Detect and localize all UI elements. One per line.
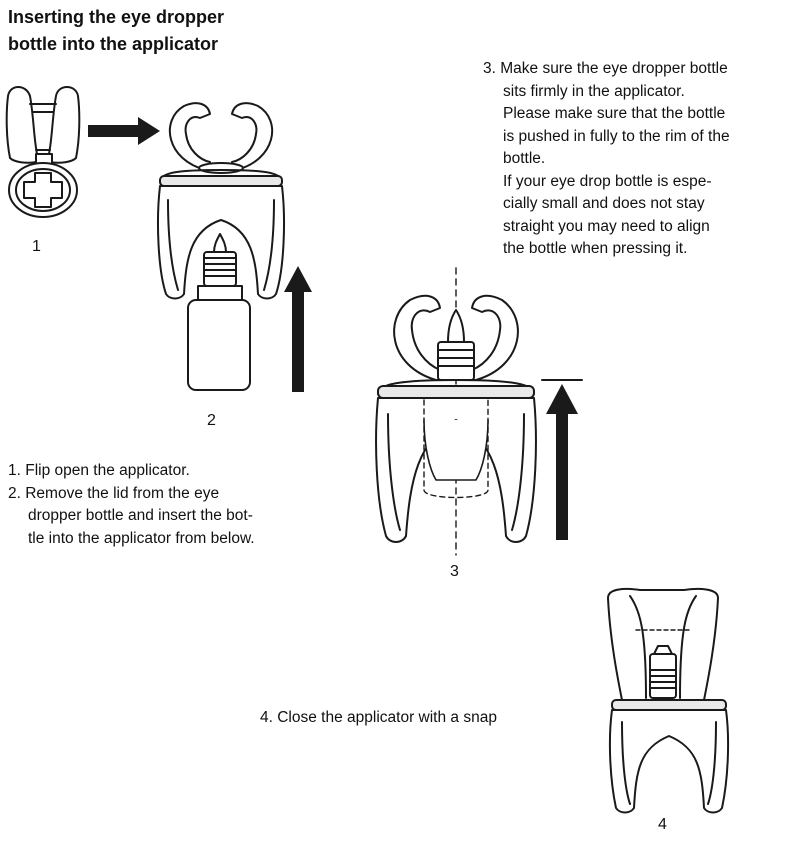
step-3-line: cially small and does not stay bbox=[503, 195, 705, 212]
step-line: 2. Remove the lid from the eye bbox=[8, 484, 220, 502]
arrow-right-icon bbox=[88, 117, 160, 145]
applicator-closed-icon bbox=[5, 86, 81, 218]
step-3-line: is pushed in fully to the rim of the bbox=[503, 127, 730, 145]
applicator-snapped-icon bbox=[607, 588, 730, 814]
step-4-instructions: 4. Close the applicator with a snap bbox=[260, 707, 497, 730]
steps-1-2-instructions: 1. Flip open the applicator. 2. Remove t… bbox=[8, 460, 255, 550]
step-4-line: 4. Close the applicator with a snap bbox=[260, 709, 497, 726]
step-3-instructions: 3. Make sure the eye dropper bottle sits… bbox=[483, 58, 730, 261]
title-line-2: bottle into the applicator bbox=[8, 34, 218, 54]
title-line-1: Inserting the eye dropper bbox=[8, 7, 225, 27]
page-title: Inserting the eye dropper bottle into th… bbox=[8, 4, 224, 58]
step-3-line: straight you may need to align bbox=[503, 217, 710, 235]
step-line: tle into the applicator from below. bbox=[28, 529, 255, 547]
figure-number-4: 4 bbox=[658, 816, 667, 833]
step-3-line: bottle. bbox=[503, 150, 546, 167]
step-3-line: If your eye drop bottle is espe- bbox=[503, 172, 712, 190]
arrow-up-icon bbox=[284, 266, 312, 392]
figure-number-1: 1 bbox=[32, 238, 41, 255]
applicator-with-bottle-icon bbox=[375, 294, 537, 543]
step-line: 1. Flip open the applicator. bbox=[8, 462, 190, 479]
applicator-open-icon bbox=[157, 102, 285, 300]
step-3-line: 3. Make sure the eye dropper bottle bbox=[483, 60, 728, 77]
figure-number-2: 2 bbox=[207, 412, 216, 429]
step-3-line: Please make sure that the bottle bbox=[503, 105, 726, 122]
step-3-line: the bottle when pressing it. bbox=[503, 240, 688, 257]
dropper-bottle-icon bbox=[187, 233, 251, 391]
step-line: dropper bottle and insert the bot- bbox=[28, 507, 253, 524]
step-3-line: sits firmly in the applicator. bbox=[503, 82, 685, 100]
figure-number-3: 3 bbox=[450, 563, 459, 580]
arrow-up-icon bbox=[546, 384, 578, 540]
